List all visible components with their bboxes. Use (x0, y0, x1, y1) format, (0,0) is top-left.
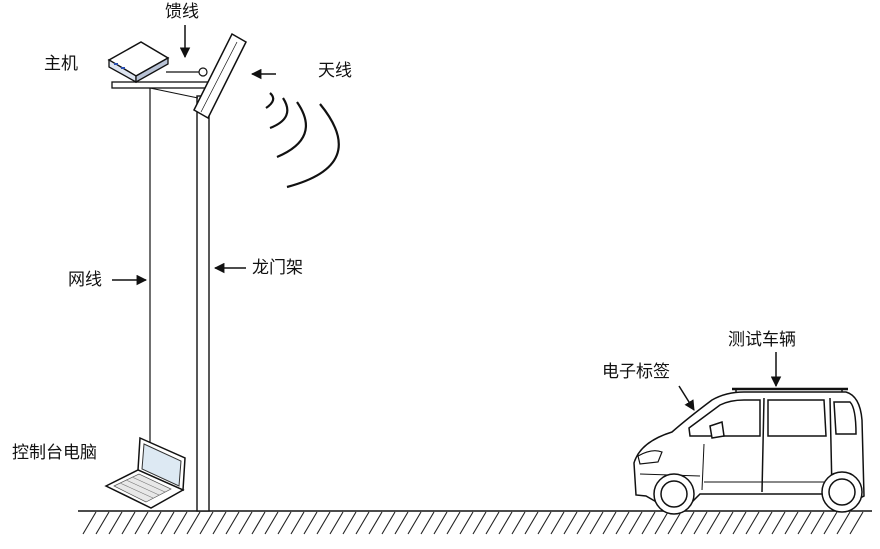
radio-wave-icon (265, 92, 340, 189)
rfid-tag-label: 电子标签 (602, 362, 670, 382)
feeder-label: 馈线 (165, 2, 199, 22)
antenna-label: 天线 (318, 61, 352, 81)
test-vehicle-icon (633, 387, 865, 515)
network-cable-label: 网线 (68, 270, 102, 290)
antenna-icon (193, 32, 247, 120)
rfid-tag-arrow (678, 385, 695, 411)
feeder-cable (166, 67, 208, 77)
ground (78, 510, 872, 535)
laptop-icon (104, 436, 186, 509)
console-pc-label: 控制台电脑 (12, 443, 97, 463)
host-device-icon (107, 41, 170, 84)
gantry-pole (111, 81, 218, 512)
gantry-label: 龙门架 (252, 258, 303, 278)
host-label: 主机 (44, 54, 78, 74)
test-vehicle-label: 测试车辆 (728, 330, 796, 350)
